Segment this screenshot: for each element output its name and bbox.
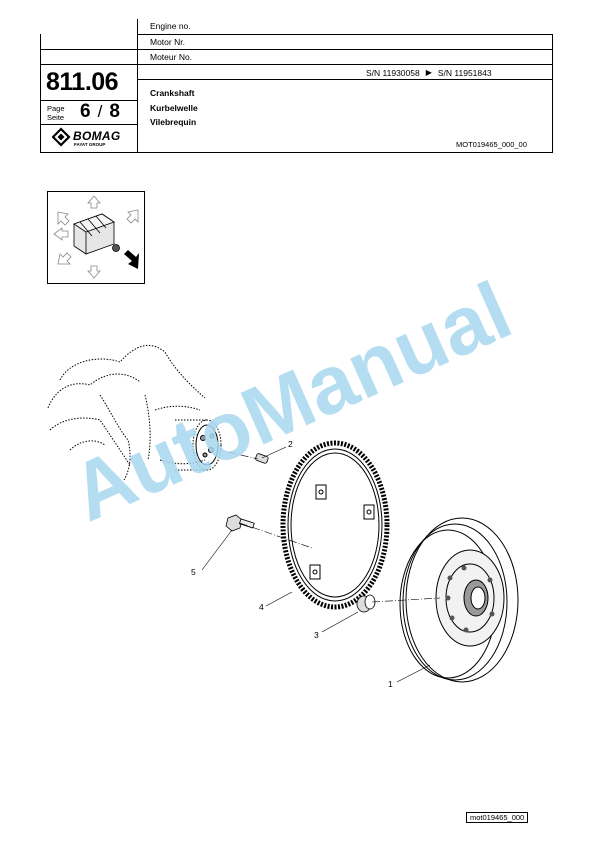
title-en: Crankshaft [150,88,195,98]
moteur-no-label: Moteur No. [150,52,193,62]
bolt [225,514,255,532]
brand-name: BOMAG [73,129,121,143]
ring-gear [280,440,390,610]
page-total: 8 [109,101,120,122]
title-stack: Crankshaft Kurbelwelle Vilebrequin [150,89,198,127]
header-rule [40,152,552,153]
title-fr: Vilebrequin [150,117,197,127]
doc-code: MOT019465_000_00 [456,140,527,149]
image-code: mot019465_000 [466,812,529,823]
page-current: 6 [80,101,91,122]
crankshaft-flange [175,419,222,471]
header-rule [137,34,552,35]
crankshaft-exploded-diagram [47,344,519,683]
header-rule [40,64,552,65]
engine-orientation-icon [53,195,139,279]
header-rule [40,124,137,125]
header-rule [40,100,137,101]
header-rule [40,49,552,50]
seite-label: Seite [47,113,65,122]
bomag-logo: BOMAG FAYAT GROUP [51,127,132,149]
page-label-stack: Page Seite [47,104,65,122]
engine-no-label: Engine no. [150,21,191,31]
header-rule [137,19,138,153]
serial-range: S/N 11930058 ▶ S/N 11951843 [366,68,492,78]
page-indicator: 6 / 8 [80,101,120,123]
sn-arrow-icon: ▶ [425,68,432,77]
title-de: Kurbelwelle [150,102,198,113]
crankshaft-outline [47,344,206,481]
callout-2: 2 [288,439,293,449]
header-rule [137,79,552,80]
callout-5: 5 [191,567,196,577]
page-label: Page [47,104,65,113]
bomag-emblem-icon [51,127,71,147]
callout-3: 3 [314,630,319,640]
leader-lines [201,446,431,683]
callout-1: 1 [388,679,393,689]
engine-orientation-icon-box [47,191,145,284]
motor-nr-label: Motor Nr. [150,37,185,47]
header-rule [40,34,41,153]
sn-from: S/N 11930058 [366,68,420,78]
section-number: 811.06 [46,68,119,96]
brand-sub: FAYAT GROUP [74,142,106,147]
bushing [356,594,376,613]
page-separator: / [97,102,103,121]
flywheel [399,517,519,683]
sn-to: S/N 11951843 [437,68,492,78]
callout-4: 4 [259,602,264,612]
dowel-pin [255,453,269,464]
header-rule [552,34,553,153]
